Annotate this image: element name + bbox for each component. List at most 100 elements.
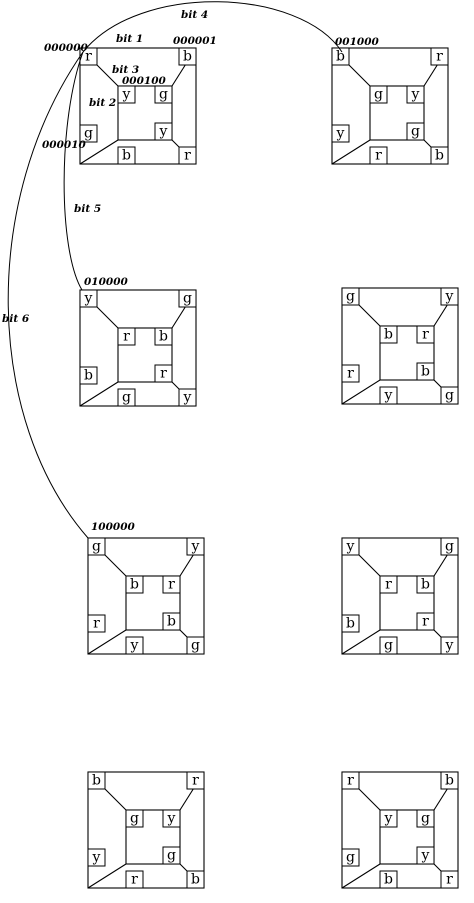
corner-box xyxy=(369,85,388,104)
corner-box xyxy=(125,809,144,828)
corner-box xyxy=(416,575,435,594)
corner-box xyxy=(186,537,205,556)
corner-label: y xyxy=(445,289,454,305)
corner-box xyxy=(416,846,435,865)
corner-box xyxy=(379,636,398,655)
corner-box xyxy=(379,386,398,405)
corner-box xyxy=(416,325,435,344)
arc-label-bit-2: bit 2 xyxy=(89,97,116,109)
corner-label: r xyxy=(123,329,130,345)
cube-label-100000: 100000 xyxy=(91,521,136,533)
cube-outer-face xyxy=(341,287,459,405)
corner-box xyxy=(369,146,388,165)
cube-edge xyxy=(341,629,381,655)
corner-box xyxy=(416,362,435,381)
corner-box xyxy=(117,85,136,104)
corner-box xyxy=(154,122,173,141)
cube-label-010000: 010000 xyxy=(84,276,129,288)
cube-inner-face xyxy=(379,325,435,381)
corner-label: r xyxy=(160,366,167,382)
corner-label: g xyxy=(130,811,139,827)
corner-label: y xyxy=(191,539,200,555)
corner-label: y xyxy=(411,87,420,103)
arc-label-bit-3: bit 3 xyxy=(112,64,139,76)
corner-label: r xyxy=(192,773,199,789)
corner-box xyxy=(186,636,205,655)
cube-inner-face xyxy=(125,575,181,631)
corner-label: b xyxy=(159,329,168,345)
corner-box xyxy=(379,870,398,889)
corner-box xyxy=(162,809,181,828)
corner-label: g xyxy=(159,87,168,103)
corner-box xyxy=(341,848,360,867)
corner-box xyxy=(416,809,435,828)
corner-label: r xyxy=(85,49,92,65)
corner-label: b xyxy=(384,872,393,888)
cube-outer-face xyxy=(87,537,205,655)
corner-label: r xyxy=(436,49,443,65)
corner-label: g xyxy=(374,87,383,103)
cube-outer-face xyxy=(341,771,459,889)
corner-label: y xyxy=(384,811,393,827)
cube-outer-face xyxy=(341,537,459,655)
arc-label-bit-6: bit 6 xyxy=(2,313,30,325)
corner-label: b xyxy=(336,49,345,65)
corner-label: b xyxy=(435,148,444,164)
corner-label: r xyxy=(347,366,354,382)
corner-label: r xyxy=(347,773,354,789)
cube-outer-face xyxy=(331,47,449,165)
corner-box xyxy=(87,848,106,867)
cube-label-000010: 000010 xyxy=(42,139,87,151)
corner-box xyxy=(331,124,350,143)
corner-label: g xyxy=(84,126,93,142)
corner-label: r xyxy=(422,327,429,343)
corner-box xyxy=(440,771,459,790)
cube-inner-face xyxy=(117,327,173,383)
corner-box xyxy=(341,537,360,556)
corner-box xyxy=(117,146,136,165)
corner-box xyxy=(341,614,360,633)
corner-box xyxy=(87,537,106,556)
corner-box xyxy=(440,636,459,655)
corner-label: b xyxy=(421,577,430,593)
corner-box xyxy=(186,870,205,889)
arc-bit-6 xyxy=(7,51,89,539)
corner-label: y xyxy=(384,388,393,404)
cube-edge xyxy=(341,863,381,889)
cube-edge xyxy=(87,863,127,889)
corner-label: r xyxy=(131,872,138,888)
cube-label-000100: 000100 xyxy=(122,75,167,87)
corner-box xyxy=(154,327,173,346)
corner-label: g xyxy=(346,850,355,866)
corner-label: b xyxy=(346,616,355,632)
corner-box xyxy=(406,85,425,104)
corner-box xyxy=(440,870,459,889)
corner-label: y xyxy=(84,291,93,307)
corner-box xyxy=(379,325,398,344)
arc-label-bit-4: bit 4 xyxy=(181,9,208,21)
corner-label: b xyxy=(191,872,200,888)
corner-label: g xyxy=(445,388,454,404)
corner-label: y xyxy=(183,390,192,406)
corner-box xyxy=(87,771,106,790)
arc-bit-5 xyxy=(63,51,84,291)
corner-box xyxy=(117,327,136,346)
corner-label: r xyxy=(184,148,191,164)
corner-label: r xyxy=(422,614,429,630)
cube-inner-face xyxy=(379,809,435,865)
corner-label: y xyxy=(346,539,355,555)
corner-label: b xyxy=(384,327,393,343)
cube-edge xyxy=(341,379,381,405)
corner-box xyxy=(87,614,106,633)
cube-inner-face xyxy=(379,575,435,631)
corner-box xyxy=(379,809,398,828)
corner-label: b xyxy=(421,364,430,380)
corner-box xyxy=(162,846,181,865)
corner-box xyxy=(430,47,449,66)
cube-inner-face xyxy=(117,85,173,141)
corner-box xyxy=(178,146,197,165)
corner-label: y xyxy=(336,126,345,142)
